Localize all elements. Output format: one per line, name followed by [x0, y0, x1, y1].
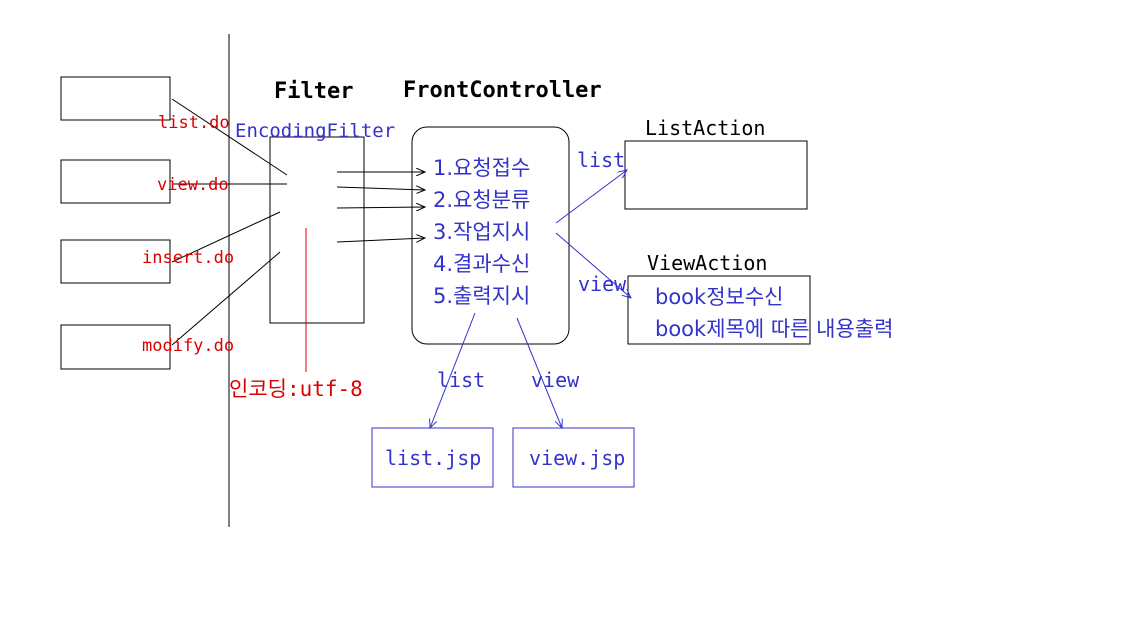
front-controller-heading: FrontController: [403, 78, 602, 103]
controller-step-3: 3.작업지시: [433, 220, 530, 244]
list-action-box: [624, 140, 808, 210]
list-jsp-box: [371, 427, 494, 488]
controller-to-view-action-arrow: [555, 232, 631, 298]
view-action-line-1: book정보수신: [655, 285, 783, 309]
front-controller-box: [411, 126, 570, 345]
request-line-insert: [171, 211, 281, 263]
controller-step-5: 5.출력지시: [433, 284, 530, 308]
filter-to-controller-arrow-2: [336, 187, 425, 190]
controller-step-2: 2.요청분류: [433, 188, 530, 212]
controller-step-1: 1.요청접수: [433, 156, 530, 180]
client-box-modify: [60, 324, 171, 370]
controller-step-4: 4.결과수신: [433, 252, 530, 276]
edge-label-list-action: list: [577, 148, 625, 172]
request-line-modify: [171, 251, 281, 346]
request-label-view: view.do: [157, 175, 229, 195]
view-jsp-label: view.jsp: [529, 446, 625, 470]
encoding-filter-label: EncodingFilter: [235, 120, 395, 142]
controller-to-list-action-arrow: [555, 170, 627, 224]
view-action-line-2: book제목에 따른 내용출력: [655, 317, 893, 341]
filter-to-controller-arrow-4: [336, 238, 425, 243]
edge-label-view-jsp: view: [531, 368, 580, 392]
filter-heading: Filter: [274, 79, 353, 104]
filter-to-controller-arrow-3: [336, 207, 425, 208]
client-box-view: [60, 159, 171, 204]
client-box-list: [60, 76, 171, 121]
edge-label-view-action: view: [578, 272, 627, 296]
request-label-list: list.do: [158, 113, 230, 133]
view-action-box: [627, 275, 811, 345]
request-line-list: [171, 98, 288, 176]
view-action-title: ViewAction: [647, 251, 767, 275]
client-box-insert: [60, 239, 171, 284]
list-jsp-label: list.jsp: [385, 446, 481, 470]
request-label-insert: insert.do: [142, 248, 234, 268]
controller-to-list-jsp-arrow: [430, 312, 476, 428]
list-action-title: ListAction: [645, 116, 765, 140]
edge-label-list-jsp: list: [437, 368, 485, 392]
controller-to-view-jsp-arrow: [516, 317, 562, 428]
encoding-filter-box: [269, 136, 365, 324]
request-label-modify: modify.do: [142, 336, 234, 356]
encoding-note: 인코딩:utf-8: [229, 377, 363, 401]
view-jsp-box: [512, 427, 635, 488]
